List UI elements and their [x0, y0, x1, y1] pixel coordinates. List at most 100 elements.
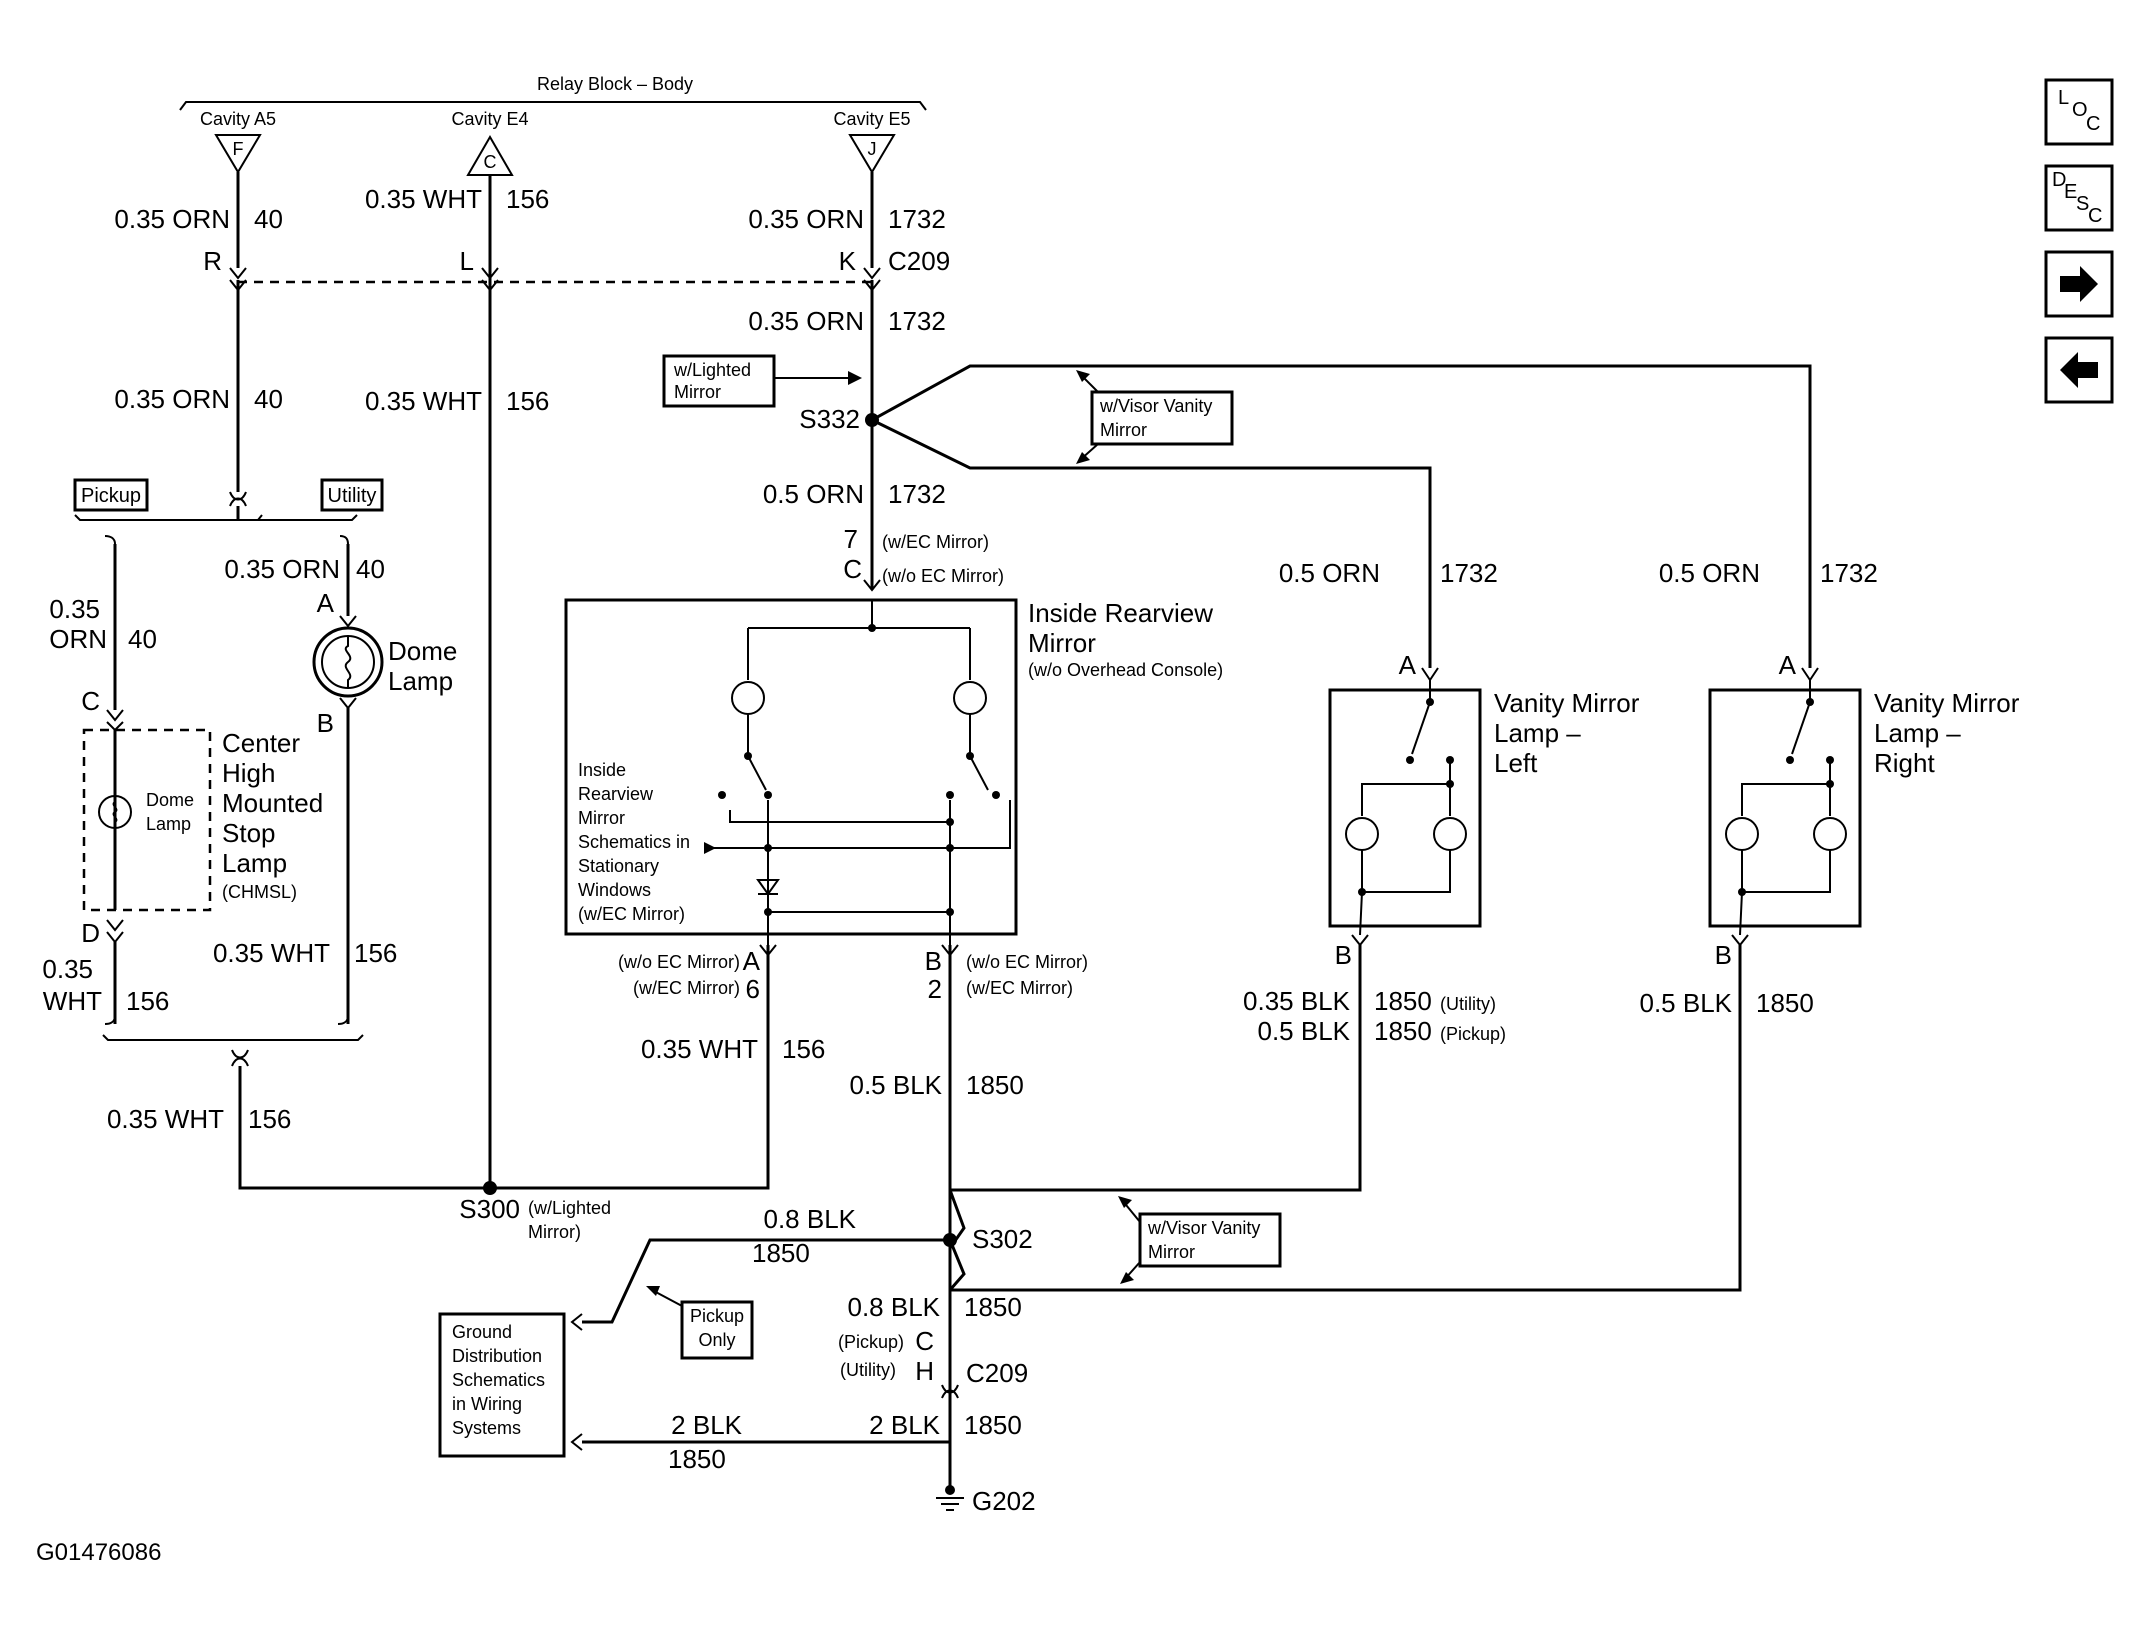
prev-button[interactable] [2044, 336, 2114, 404]
wire-labels: 0.35 ORN 40 0.35 WHT 156 0.35 ORN 1732 0… [42, 184, 1877, 1474]
cavity-pin-c: C [484, 152, 497, 172]
splice-s332-dot [865, 413, 879, 427]
option-utility-box [320, 478, 384, 512]
wire-gauge-40c: 0.35 ORN [224, 554, 340, 584]
option-utility-label: Utility [328, 485, 377, 507]
wire-gauge-1732b: 0.35 ORN [748, 306, 864, 336]
splice-s302-label: S302 [972, 1224, 1033, 1254]
option-lighted-mirror-box [662, 354, 776, 408]
wire-circuit-1850c: 1850 [964, 1292, 1022, 1322]
svg-text:E: E [2064, 181, 2077, 203]
loc-button[interactable]: L O C [2044, 78, 2114, 146]
cavity-terminal-j [848, 134, 896, 174]
ground-dist-1: Ground [452, 1322, 512, 1342]
wire-circuit-156b: 156 [506, 386, 549, 416]
mirror-ref-6: Windows [578, 880, 651, 900]
wire-gauge-1732-vl: 0.5 ORN [1279, 558, 1380, 588]
vanity-left-housing [1328, 688, 1482, 928]
arrow-right-icon [2060, 266, 2098, 302]
wire-gauge-1850-vr: 0.5 BLK [1639, 988, 1732, 1018]
dome-lamp-name-1: Dome [388, 636, 457, 666]
wire-circuit-1850d: 1850 [668, 1444, 726, 1474]
wire-circuit-1732c: 1732 [888, 479, 946, 509]
mirror-name-1: Inside Rearview [1028, 598, 1213, 628]
wire-gauge-1850d: 2 BLK [671, 1410, 742, 1440]
c209-name-bottom: C209 [966, 1358, 1028, 1388]
wire-circuit-1732-vr: 1732 [1820, 558, 1878, 588]
mirror-ref-5: Stationary [578, 856, 659, 876]
c209-utility-label: (Utility) [840, 1360, 896, 1380]
svg-text:C: C [2088, 205, 2102, 227]
wire-circuit-40a: 40 [254, 204, 283, 234]
relay-block-title: Relay Block – Body [537, 74, 693, 94]
chmsl-name-1: Center [222, 728, 300, 758]
vanity-right-name-3: Right [1874, 748, 1935, 778]
option-pickup-label: Pickup [81, 485, 141, 507]
wire-gauge-40d-l2: ORN [49, 624, 107, 654]
cavity-pin-j: J [868, 139, 877, 159]
wire-circuit-1850b: 1850 [752, 1238, 810, 1268]
c209-pin-k: K [839, 246, 857, 276]
wire-gauge-1732a: 0.35 ORN [748, 204, 864, 234]
mirror-top-pin-ec: 7 [844, 524, 858, 554]
option-visor-vanity-box-top [1090, 390, 1234, 446]
wire-circuit-156a: 156 [506, 184, 549, 214]
wire-gauge-1850c: 0.8 BLK [847, 1292, 940, 1322]
option-visor-vanity-box-bottom [1138, 1212, 1282, 1268]
mirror-right-pin-noec-note: (w/o EC Mirror) [966, 952, 1088, 972]
option-pickup-only-2: Only [698, 1330, 735, 1350]
dome-lamp-pin-b: B [317, 708, 334, 738]
loc-icon: L O C [2058, 87, 2100, 135]
wire-circuit-156c: 156 [354, 938, 397, 968]
chmsl-name-3: Mounted [222, 788, 323, 818]
cavity-label-e4: Cavity E4 [451, 109, 528, 129]
mirror-housing [564, 598, 1018, 936]
wire-circuit-156f: 156 [248, 1104, 291, 1134]
mirror-top-pin-noec: C [843, 554, 862, 584]
option-visor-vanity-top-2: Mirror [1100, 420, 1147, 440]
option-visor-vanity-bottom-2: Mirror [1148, 1242, 1195, 1262]
svg-text:S: S [2076, 193, 2089, 215]
mirror-ref-2: Rearview [578, 784, 654, 804]
wire-gauge-40d-l1: 0.35 [49, 594, 100, 624]
c209-name-top: C209 [888, 246, 950, 276]
option-pickup-only-box [680, 1300, 754, 1360]
svg-text:D: D [2052, 169, 2066, 191]
svg-text:O: O [2072, 99, 2088, 121]
wire-circuit-1732b: 1732 [888, 306, 946, 336]
next-button[interactable] [2044, 250, 2114, 318]
ground-distribution-box [438, 1312, 566, 1458]
vanity-left-name-1: Vanity Mirror [1494, 688, 1640, 718]
mirror-left-pin-noec: A [743, 946, 761, 976]
cavity-terminal-f [214, 134, 262, 174]
splice-s300-dot [483, 1181, 497, 1195]
wire-gauge-40b: 0.35 ORN [114, 384, 230, 414]
option-lighted-mirror-1: w/Lighted [673, 360, 751, 380]
chmsl-lamp-1: Dome [146, 790, 194, 810]
wire-gauge-156d-l1: 0.35 [42, 954, 93, 984]
vanity-right-name-2: Lamp – [1874, 718, 1961, 748]
chmsl: C Dome Lamp Center High Mounted Stop Lam… [81, 686, 323, 948]
dome-lamp-pin-a: A [317, 588, 335, 618]
vanity-right-pin-b: B [1715, 940, 1732, 970]
c209-pin-r: R [203, 246, 222, 276]
wire-gauge-156a: 0.35 WHT [365, 184, 482, 214]
mirror-left-pin-noec-note: (w/o EC Mirror) [618, 952, 740, 972]
svg-text:C: C [2086, 113, 2100, 135]
c209-pin-pickup: C [915, 1326, 934, 1356]
dome-lamp-name-2: Lamp [388, 666, 453, 696]
splice-s302-dot [943, 1233, 957, 1247]
splices [483, 413, 957, 1247]
figure-id: G01476086 [36, 1539, 161, 1566]
dome-lamp-bulb [312, 626, 384, 698]
wire-option-pickup: (Pickup) [1440, 1024, 1506, 1044]
vanity-left-name-3: Left [1494, 748, 1538, 778]
cavity-label-e5: Cavity E5 [833, 109, 910, 129]
chmsl-housing [82, 728, 212, 912]
cavity-label-a5: Cavity A5 [200, 109, 276, 129]
chmsl-name-2: High [222, 758, 275, 788]
desc-button[interactable]: D E S C [2044, 164, 2114, 232]
wire-runs [74, 172, 1812, 1490]
wire-gauge-156c: 0.35 WHT [213, 938, 330, 968]
wire-circuit-1850-vl-utility: 1850 [1374, 986, 1432, 1016]
